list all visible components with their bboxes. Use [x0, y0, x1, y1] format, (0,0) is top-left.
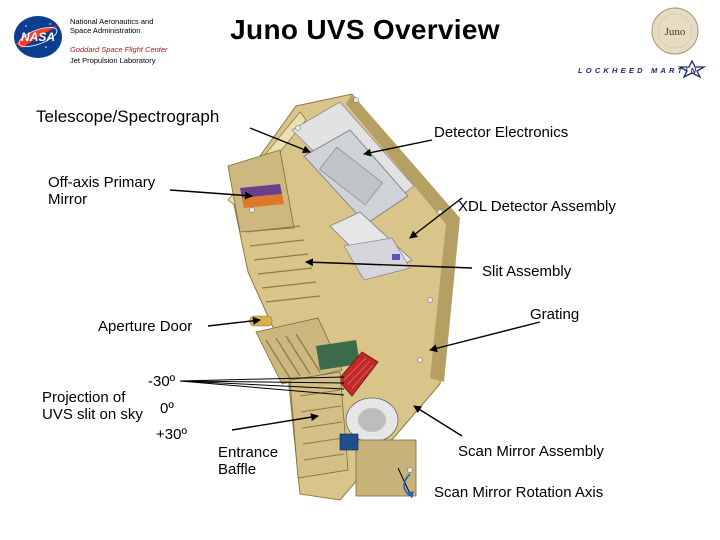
star-icon	[678, 60, 706, 78]
label-detector-electronics: Detector Electronics	[434, 124, 569, 141]
arrow-telescope	[249, 127, 311, 154]
label-scan-mirror-assembly: Scan Mirror Assembly	[458, 443, 604, 460]
label-scan-mirror-rotation-axis: Scan Mirror Rotation Axis	[434, 484, 604, 501]
agency-line-2: Space Administration	[70, 26, 141, 35]
slit-projection-lines	[179, 376, 345, 396]
lockheed-martin-logo: LOCKHEED MARTIN	[578, 60, 708, 80]
label-xdl-detector-assembly: XDL Detector Assembly	[458, 198, 616, 215]
label-projection: Projection of UVS slit on sky	[42, 389, 143, 423]
juno-mission-badge: Juno	[651, 7, 699, 55]
slide-title: Juno UVS Overview	[230, 14, 500, 45]
label-telescope-spectrograph: Telescope/Spectrograph	[36, 107, 220, 126]
label-off-axis-line-1: Off-axis Primary	[48, 174, 156, 191]
rotation-arrow-icon	[403, 473, 411, 497]
label-entrance-baffle: Entrance Baffle	[218, 444, 278, 478]
label-entrance-line-2: Baffle	[218, 461, 257, 478]
lockheed-martin-text: LOCKHEED MARTIN	[578, 66, 700, 75]
label-angle-minus-30: -30º	[148, 373, 176, 390]
arrow-slit-assembly	[305, 258, 473, 269]
label-aperture-door: Aperture Door	[98, 318, 193, 335]
arrow-aperture-door	[207, 316, 261, 327]
agency-name: National Aeronautics and Space Administr…	[70, 17, 153, 35]
arrow-entrance-baffle	[231, 413, 319, 431]
arrow-off-axis-mirror	[169, 189, 253, 200]
label-off-axis-primary-mirror: Off-axis Primary Mirror	[48, 174, 155, 208]
nasa-logo-text: NASA	[21, 30, 55, 44]
center-line-1: Goddard Space Flight Center	[70, 45, 168, 54]
nasa-logo: NASA	[14, 16, 62, 58]
label-angle-0: 0º	[160, 400, 174, 417]
center-line-2: Jet Propulsion Laboratory	[70, 56, 156, 65]
juno-badge-text: Juno	[665, 26, 686, 38]
agency-line-1: National Aeronautics and	[70, 17, 154, 26]
center-names: Goddard Space Flight Center Jet Propulsi…	[70, 45, 168, 65]
label-angle-plus-30: +30º	[156, 426, 187, 443]
label-entrance-line-1: Entrance	[218, 444, 279, 461]
label-grating: Grating	[530, 306, 580, 323]
label-off-axis-line-2: Mirror	[48, 191, 88, 208]
arrow-detector-electronics	[363, 139, 433, 157]
arrow-xdl-detector	[409, 197, 463, 239]
label-projection-line-1: Projection of	[42, 389, 126, 406]
arrow-scan-mirror-assembly	[413, 405, 463, 437]
label-projection-line-2: UVS slit on sky	[42, 406, 143, 423]
label-slit-assembly: Slit Assembly	[482, 263, 572, 280]
arrow-grating	[429, 321, 541, 353]
